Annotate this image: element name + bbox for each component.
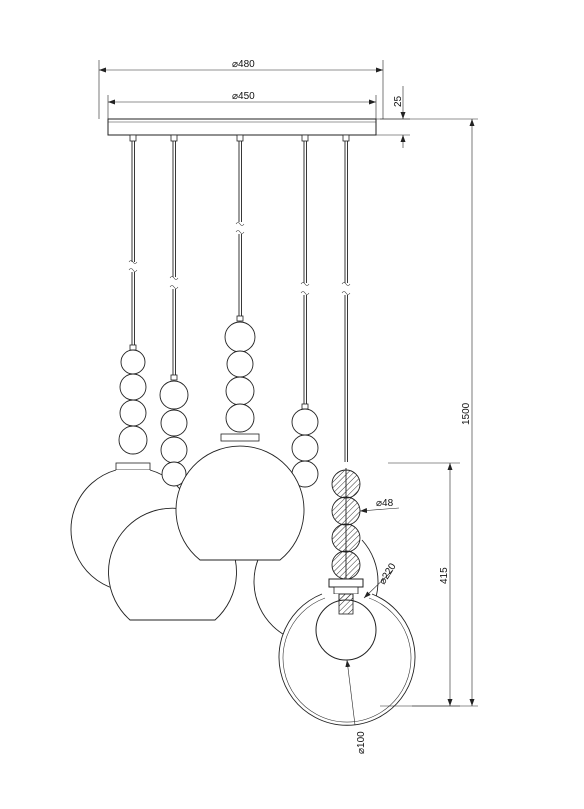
dimension-canopy-inner-label: ⌀450 (232, 91, 255, 102)
dimension-canopy-inner: ⌀450 (107, 91, 377, 119)
dimension-inner-shade: ⌀100 (345, 659, 367, 754)
pendant-3 (175, 315, 305, 561)
dimension-canopy-outer-label: ⌀480 (232, 59, 255, 70)
pendant-5-detail (278, 468, 416, 726)
hatched-bead-stack (331, 468, 361, 580)
dimension-canopy-height-label: 25 (393, 95, 404, 107)
cables (128, 141, 351, 462)
dimension-canopy-outer: ⌀480 (98, 59, 384, 119)
dimension-shade-label: ⌀220 (377, 561, 399, 586)
bead-stack-2 (159, 374, 189, 487)
dimension-bead: ⌀48 (359, 498, 400, 513)
bead-stack-1 (118, 344, 148, 455)
dimension-total-height-label: 1500 (461, 402, 472, 425)
canopy (107, 118, 377, 142)
dimension-shade-height-label: 415 (439, 567, 450, 584)
bead-stack-3 (224, 315, 256, 433)
dimension-bead-label: ⌀48 (376, 498, 394, 509)
dimension-inner-shade-label: ⌀100 (356, 731, 367, 754)
bead-stack-4 (291, 403, 319, 488)
cable-mounts (129, 134, 350, 142)
dimension-shade-height: 415 (388, 462, 460, 707)
dimension-canopy-height: 25 (376, 86, 410, 148)
